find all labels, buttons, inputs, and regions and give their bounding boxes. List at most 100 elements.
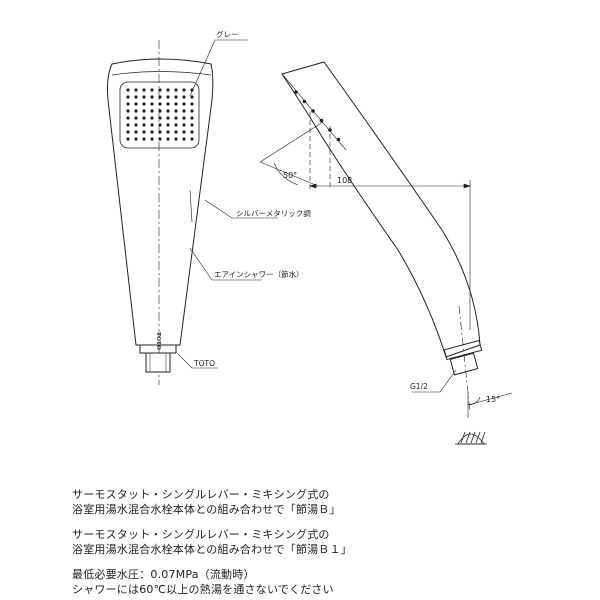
spray-nozzle (142, 116, 146, 120)
note-line: サーモスタット・シングルレバー・ミキシング式の (72, 488, 330, 501)
front-head-rim (111, 71, 212, 76)
spray-nozzle (174, 109, 178, 113)
spray-nozzle (182, 109, 186, 113)
spray-nozzle (142, 137, 146, 141)
spray-nozzle (126, 102, 130, 106)
thread-end-view (455, 431, 487, 445)
spray-nozzle (166, 137, 170, 141)
label-gray: グレー (216, 29, 239, 39)
spray-nozzle (158, 109, 162, 113)
front-thread-connector (145, 352, 171, 373)
spray-nozzle (190, 95, 194, 99)
note-line: 浴室用湯水混合水栓本体との組み合わせで「節湯Ｂ１」 (72, 543, 352, 556)
spray-nozzle (182, 116, 186, 120)
spray-nozzle (190, 130, 194, 134)
hatch-line (465, 431, 471, 444)
note-line: 最低必要水圧：0.07MPa（流動時） (72, 568, 255, 581)
spray-nozzle (126, 88, 130, 92)
thread-axis-line (458, 305, 471, 413)
spray-nozzle (150, 102, 154, 106)
spray-nozzle (126, 116, 130, 120)
label-silver-metallic: シルバーメタリック調 (236, 208, 311, 218)
front-view (107, 40, 214, 385)
metallic-band-line (189, 189, 193, 223)
side-nozzle (302, 99, 307, 104)
spray-nozzle (174, 130, 178, 134)
spray-nozzle (158, 123, 162, 127)
dim-angle-thread: 15° (486, 395, 500, 404)
spray-nozzle (150, 123, 154, 127)
spray-nozzle (150, 116, 154, 120)
spray-nozzle (134, 95, 138, 99)
spray-nozzle (166, 130, 170, 134)
notes-block: サーモスタット・シングルレバー・ミキシング式の 浴室用湯水混合水栓本体との組み合… (72, 487, 532, 597)
spray-nozzle (190, 102, 194, 106)
spray-nozzle (126, 123, 130, 127)
front-logo: TOTO (155, 332, 161, 350)
spray-face (119, 81, 200, 149)
spray-nozzle (182, 130, 186, 134)
spray-nozzle (174, 123, 178, 127)
spray-nozzle (134, 123, 138, 127)
hatch-line (480, 431, 486, 444)
spray-nozzle (158, 130, 162, 134)
side-nozzle (311, 109, 315, 113)
spray-nozzle (174, 116, 178, 120)
hatch-line (470, 431, 476, 444)
spray-nozzle (126, 137, 130, 141)
spray-nozzle (182, 95, 186, 99)
spray-nozzle-grid (126, 88, 194, 141)
spray-nozzle (182, 123, 186, 127)
spray-nozzle (150, 109, 154, 113)
spray-nozzle (134, 130, 138, 134)
spray-nozzle (182, 102, 186, 106)
side-nozzle (319, 118, 324, 123)
spray-nozzle (190, 116, 194, 120)
spray-nozzle (166, 95, 170, 99)
spray-nozzle (142, 88, 146, 92)
spray-nozzle (126, 95, 130, 99)
spray-nozzle (174, 137, 178, 141)
spray-nozzle (182, 88, 186, 92)
hatch-line (475, 431, 481, 444)
hatch-line (460, 431, 466, 444)
label-air-in-shower: エアインシャワー（節水） (214, 269, 304, 279)
label-thread: G1/2 (410, 382, 428, 391)
spray-nozzle (142, 123, 146, 127)
side-body-outline (281, 61, 481, 358)
spray-nozzle (158, 95, 162, 99)
front-body-outline (107, 58, 214, 346)
thread-hatch (460, 431, 486, 444)
spray-nozzle (174, 88, 178, 92)
spray-nozzle (126, 130, 130, 134)
spray-nozzle (150, 130, 154, 134)
spray-nozzle (158, 116, 162, 120)
spray-nozzle (134, 137, 138, 141)
note-line: 浴室用湯水混合水栓本体との組み合わせで「節湯Ｂ」 (72, 503, 341, 516)
spray-nozzle (174, 102, 178, 106)
front-leaders (177, 39, 278, 369)
spray-nozzle (150, 95, 154, 99)
spray-nozzle (134, 102, 138, 106)
spray-nozzle (158, 137, 162, 141)
spray-nozzle (134, 109, 138, 113)
side-nozzle-row (294, 90, 341, 142)
spray-nozzle (150, 137, 154, 141)
dim-length: 108 (337, 176, 352, 185)
spray-nozzle (142, 109, 146, 113)
side-nozzle (336, 137, 341, 142)
label-toto: TOTO (193, 359, 215, 368)
spray-nozzle (166, 88, 170, 92)
spray-nozzle (134, 88, 138, 92)
spray-nozzle (182, 137, 186, 141)
spray-nozzle (142, 102, 146, 106)
note-line: サーモスタット・シングルレバー・ミキシング式の (72, 528, 330, 541)
dim-angle-head: 50° (283, 171, 297, 180)
spray-nozzle (166, 109, 170, 113)
spray-nozzle (166, 116, 170, 120)
spray-nozzle (126, 109, 130, 113)
spray-nozzle (142, 95, 146, 99)
spray-nozzle (190, 109, 194, 113)
side-view (281, 61, 483, 413)
